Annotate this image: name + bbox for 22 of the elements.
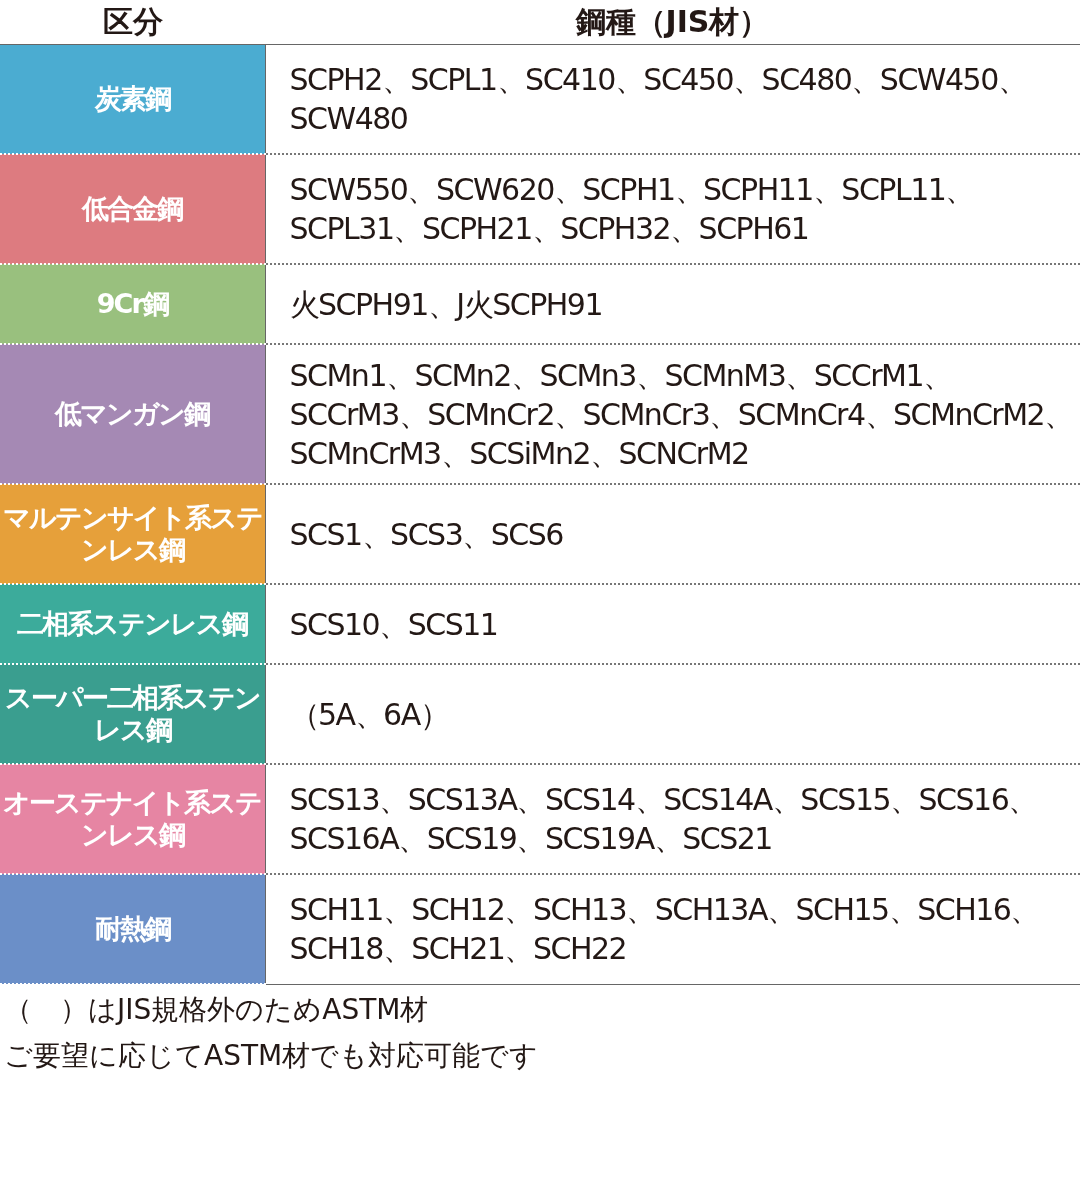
category-cell: マルテンサイト系ステンレス鋼 [0, 484, 265, 584]
category-cell: オーステナイト系ステンレス鋼 [0, 764, 265, 874]
column-header: 鋼種（JIS材） [265, 0, 1080, 45]
category-cell: スーパー二相系ステンレス鋼 [0, 664, 265, 764]
category-cell: 9Cr鋼 [0, 264, 265, 344]
grade-cell: SCMn1、SCMn2、SCMn3、SCMnM3、SCCrM1、SCCrM3、SCMnCr2、SCMnCr3、SCMnCr4、SCMnCrM2、SCMnCrM3、SCSiMn2、SCNCrM2 [265, 344, 1080, 484]
grade-cell: SCPH2、SCPL1、SC410、SC450、SC480、SCW450、SCW480 [265, 44, 1080, 154]
grade-cell: 火SCPH91、J火SCPH91 [265, 264, 1080, 344]
footnote: （ ）はJIS規格外のためASTM材 [4, 992, 430, 1028]
category-cell: 耐熱鋼 [0, 874, 265, 984]
grade-cell: SCW550、SCW620、SCPH1、SCPH11、SCPL11、SCPL31、SCPH21、SCPH32、SCPH61 [265, 154, 1080, 264]
grade-cell: SCS10、SCS11 [265, 584, 1080, 664]
column-header: 区分 [0, 0, 265, 45]
category-cell: 低マンガン鋼 [0, 344, 265, 484]
grade-cell: SCS1、SCS3、SCS6 [265, 484, 1080, 584]
footnote: ご要望に応じてASTM材でも対応可能です [4, 1038, 540, 1074]
category-cell: 炭素鋼 [0, 44, 265, 154]
category-cell: 二相系ステンレス鋼 [0, 584, 265, 664]
grade-cell: （5A、6A） [265, 664, 1080, 764]
grade-cell: SCH11、SCH12、SCH13、SCH13A、SCH15、SCH16、SCH18、SCH21、SCH22 [265, 874, 1080, 984]
category-cell: 低合金鋼 [0, 154, 265, 264]
grade-cell: SCS13、SCS13A、SCS14、SCS14A、SCS15、SCS16、SCS16A、SCS19、SCS19A、SCS21 [265, 764, 1080, 874]
